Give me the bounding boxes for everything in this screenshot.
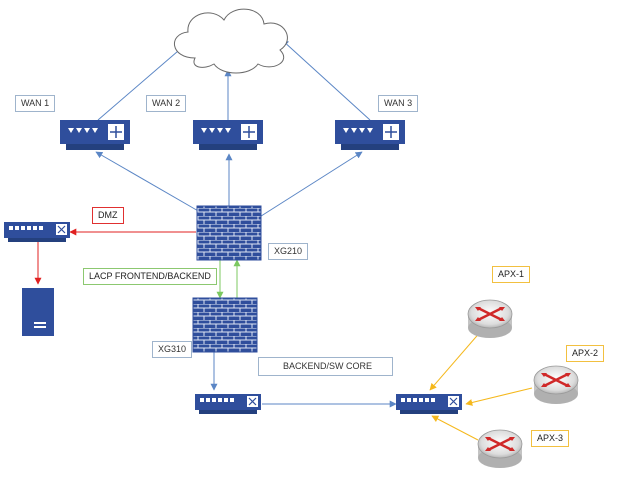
link-wan3-cloud [281, 39, 371, 121]
xg310-label: XG310 [152, 341, 193, 358]
dmz-label: DMZ [92, 207, 124, 224]
xg310-firewall-icon [192, 297, 258, 353]
wan1-label: WAN 1 [15, 95, 56, 112]
dmz-server-icon [22, 288, 54, 336]
backend-label: BACKEND/SW CORE [258, 357, 394, 376]
link-lines [34, 39, 533, 441]
wan3-label: WAN 3 [378, 95, 419, 112]
xg210-firewall-icon [196, 205, 262, 261]
core-switch-icon [195, 394, 261, 414]
wan2-router-icon [193, 120, 263, 150]
wan1-router-icon [60, 120, 130, 150]
link-wan1-cloud [97, 44, 186, 121]
apx2-label: APX-2 [566, 345, 605, 362]
cloud-icon [173, 8, 288, 74]
link-apx1-switch [429, 329, 483, 391]
apx1-label: APX-1 [492, 266, 531, 283]
ap-switch-icon [396, 394, 462, 414]
link-xg210-wan3 [257, 151, 363, 219]
wan2-label: WAN 2 [146, 95, 187, 112]
lacp-label: LACP FRONTEND/BACKEND [83, 268, 217, 285]
apx1-router-disc-icon [467, 299, 513, 338]
dmz-switch-icon [4, 222, 70, 242]
apx3-label: APX-3 [531, 430, 570, 447]
wan3-router-icon [335, 120, 405, 150]
xg210-label: XG210 [268, 243, 309, 260]
link-apx2-switch [465, 387, 533, 406]
link-xg210-wan1 [95, 151, 201, 213]
apx3-router-disc-icon [477, 429, 523, 468]
link-apx3-switch [431, 415, 479, 441]
apx2-router-disc-icon [533, 365, 579, 404]
